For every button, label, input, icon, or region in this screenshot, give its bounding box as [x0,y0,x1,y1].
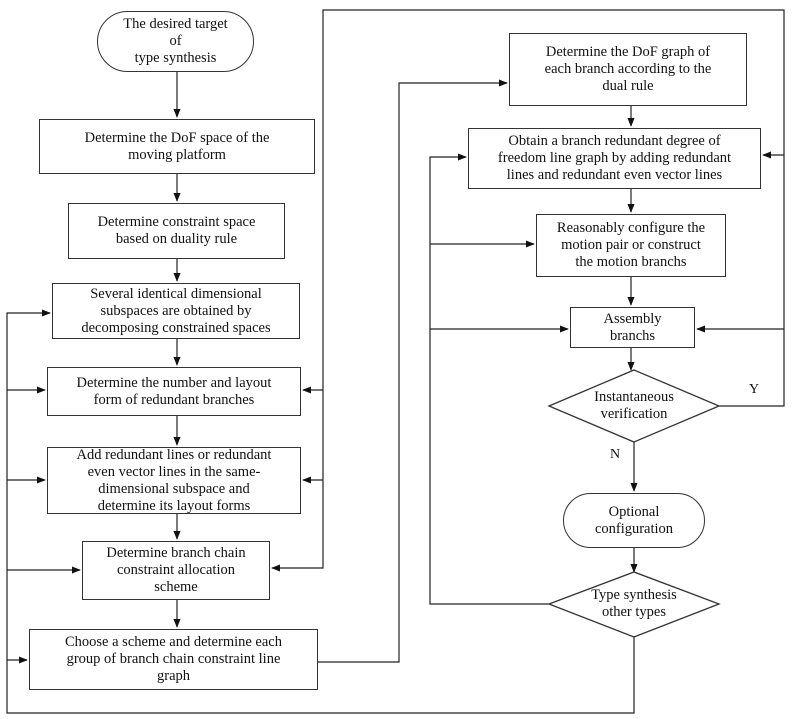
other-types-diamond: Type synthesis other types [591,587,677,620]
no-label: N [610,447,621,462]
verification-diamond-shape [547,369,721,443]
redundant-branches-box: Determine the number and layout form of … [47,367,301,416]
start-terminal: The desired target of type synthesis [97,11,254,72]
redundant-graph-box: Obtain a branch redundant degree of free… [468,128,761,189]
allocation-box: Determine branch chain constraint alloca… [82,541,270,600]
motion-pair-box: Reasonably configure the motion pair or … [536,214,726,277]
subspaces-box: Several identical dimensional subspaces … [52,283,300,339]
constraint-space-box: Determine constraint space based on dual… [68,203,285,259]
choose-scheme-box: Choose a scheme and determine each group… [29,629,318,690]
dof-space-box: Determine the DoF space of the moving pl… [39,119,315,174]
verification-diamond: Instantaneous verification [594,389,674,422]
add-redundant-box: Add redundant lines or redundant even ve… [47,447,301,514]
yes-label: Y [749,382,760,397]
other-types-diamond-shape [547,571,721,638]
assembly-box: Assembly branchs [570,307,695,348]
optional-terminal: Optional configuration [563,493,705,548]
dof-graph-box: Determine the DoF graph of each branch a… [509,33,747,106]
